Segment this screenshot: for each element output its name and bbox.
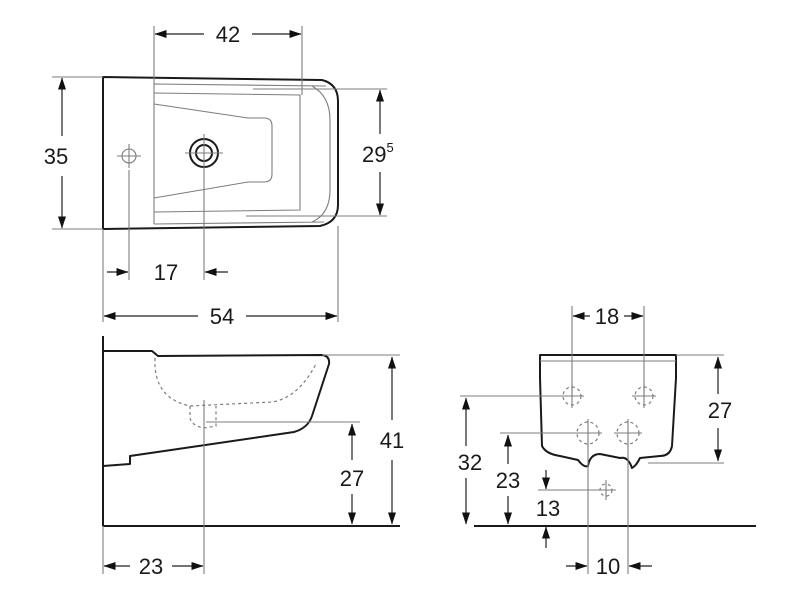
dimension-23-back: 23 [496,434,520,525]
drain-hole-icon [185,134,223,172]
dimension-41: 41 [380,356,404,525]
top-view: 42 35 295 17 54 [44,22,394,329]
dimension-label-29-superscript: 5 [386,140,393,155]
top-view-outline [102,76,339,230]
top-view-extension-lines [52,26,387,322]
side-view: 41 27 23 [102,336,404,579]
dimension-18: 18 [572,304,644,329]
supply-hole-right-icon [614,419,642,447]
dimension-10: 10 [566,554,652,579]
dimension-13: 13 [536,470,560,548]
dimension-label-10: 10 [596,554,620,579]
dimension-27-side: 27 [340,423,364,525]
tap-hole-icon [117,144,141,168]
dimension-35: 35 [44,77,68,229]
supply-hole-left-icon [574,419,602,447]
dimension-label-29: 295 [362,140,394,167]
dimension-label-41: 41 [380,428,404,453]
drain-connection-icon [596,480,616,500]
dimension-label-32: 32 [458,450,482,475]
dimension-label-23-side: 23 [139,554,163,579]
back-view-extension-lines [460,306,724,574]
dimension-42: 42 [154,22,302,47]
dimension-label-18: 18 [595,304,619,329]
dimension-label-42: 42 [216,22,240,47]
dimension-label-54: 54 [210,304,234,329]
dimension-23-side: 23 [103,554,204,579]
dimension-label-23-back: 23 [496,468,520,493]
dimension-label-27-side: 27 [340,466,364,491]
top-view-bowl [153,92,301,213]
dimension-label-35: 35 [44,144,68,169]
dimension-label-13: 13 [536,496,560,521]
back-view-outline [539,354,677,469]
back-view: 18 27 32 23 13 10 [458,304,756,579]
dimension-54: 54 [103,304,338,329]
dimension-29-5: 295 [362,89,394,216]
side-view-profile [102,350,331,467]
dimension-label-29-main: 29 [362,142,386,167]
top-view-bowl-rim [153,83,331,225]
dimension-27-back: 27 [708,356,732,462]
side-view-bowl-hidden [154,357,317,407]
dimension-label-27-back: 27 [708,398,732,423]
dimension-32: 32 [458,397,482,525]
side-view-extension-lines [102,354,400,574]
side-view-drain-hidden [189,406,217,429]
dimension-17: 17 [107,260,228,285]
dimension-label-17: 17 [154,260,178,285]
